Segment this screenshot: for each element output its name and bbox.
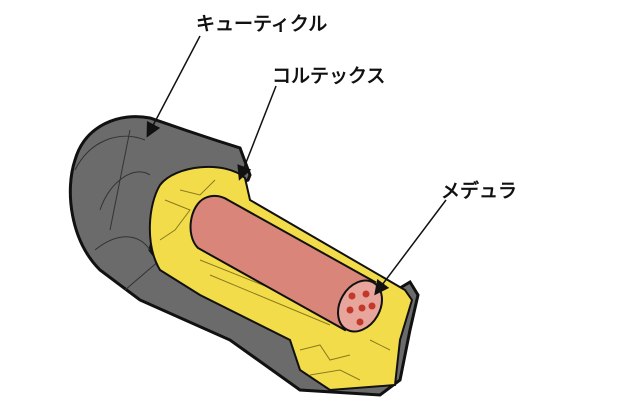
cortex-label: コルテックス (272, 65, 386, 87)
medulla-dots (346, 290, 376, 326)
cuticle-arrow (146, 35, 201, 138)
medulla-label: メデュラ (441, 180, 518, 202)
cortex-texture (159, 179, 391, 381)
medulla-arrow (374, 199, 447, 296)
medulla-layer (189, 194, 377, 332)
cuticle-scales (74, 129, 161, 291)
cortex-arrow (237, 85, 277, 181)
cuticle-label: キューティクル (196, 13, 328, 35)
